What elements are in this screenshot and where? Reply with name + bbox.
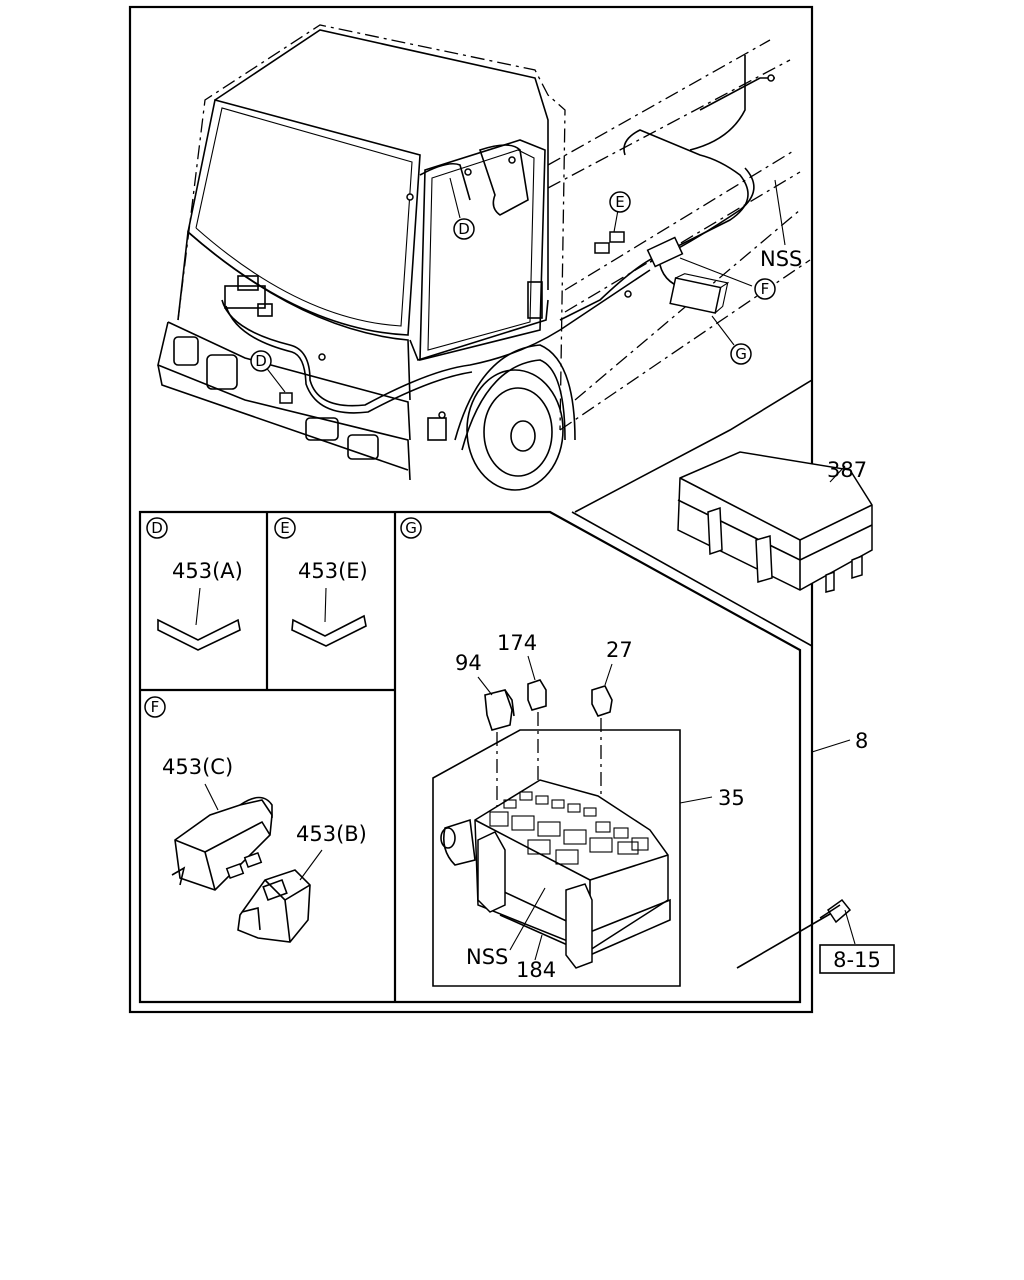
callout-f-truck: F [754,278,776,300]
ref-8-15-box [819,944,895,974]
label-453b: 453(B) [296,822,367,846]
truck-illustration [157,24,811,491]
panel-e: E 453(E) [274,517,368,647]
callout-e-truck: E [609,191,631,213]
label-8-15: 8-15 [833,948,881,972]
label-453a: 453(A) [172,559,243,583]
fuse-box [440,779,671,969]
label-387: 387 [827,458,867,482]
label-35: 35 [718,786,745,810]
panel-g: G 94 174 27 35 [400,517,745,987]
label-174: 174 [497,631,537,655]
label-nss-top: NSS [760,247,802,271]
svg-text:E: E [280,519,289,537]
callout-g-truck: G [730,343,752,365]
label-184: 184 [516,958,556,982]
label-27: 27 [606,638,633,662]
svg-text:F: F [151,698,160,716]
label-nss-bottom: NSS [466,945,508,969]
svg-text:G: G [735,345,747,363]
svg-text:F: F [761,280,770,298]
label-94: 94 [455,651,482,675]
callout-d-upper: D [453,218,475,240]
svg-text:E: E [615,193,624,211]
svg-text:D: D [255,352,267,370]
svg-text:D: D [458,220,470,238]
bolt [736,898,852,969]
svg-text:G: G [405,519,417,537]
label-8: 8 [855,729,868,753]
panel-f: F 453(C) 453(B) [144,696,367,943]
panel-d: D 453(A) [146,517,243,651]
lower-panel-frame [138,510,802,1004]
label-453c: 453(C) [162,755,233,779]
svg-text:D: D [151,519,163,537]
cover-387: 387 [677,451,873,593]
callout-d-lower: D [250,350,272,372]
label-453e: 453(E) [298,559,368,583]
